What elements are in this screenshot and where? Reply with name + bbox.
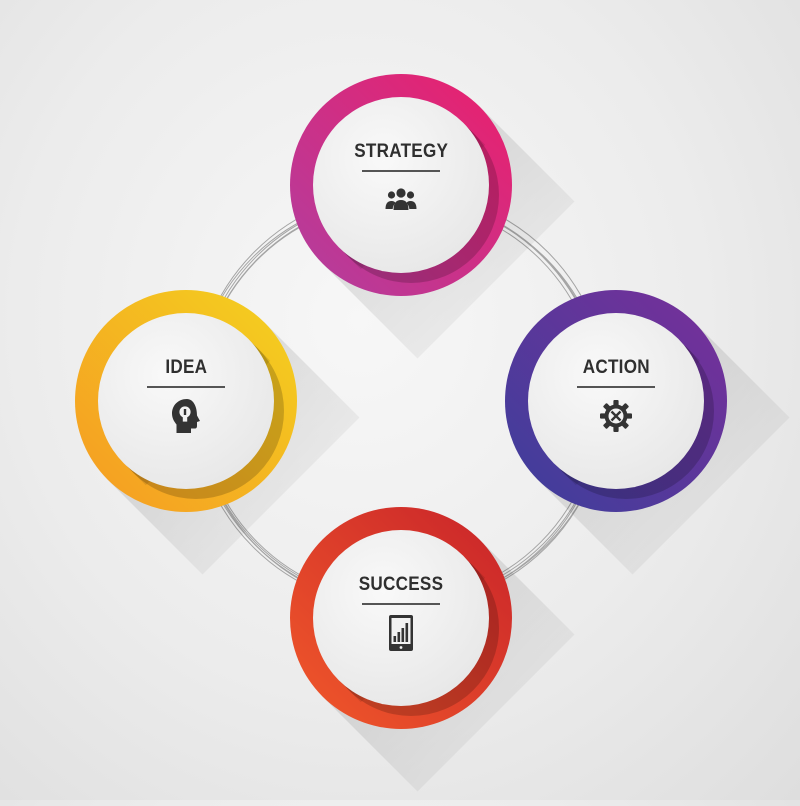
step-node-action: ACTION [504, 289, 790, 575]
team-icon [381, 182, 421, 218]
node-label-strategy: STRATEGY [353, 140, 448, 162]
gear-icon [596, 398, 636, 434]
step-node-idea: IDEA [74, 289, 360, 575]
node-divider [362, 169, 440, 172]
tablet-chart-icon [381, 614, 421, 651]
node-divider [362, 602, 440, 605]
node-disc [313, 97, 489, 273]
step-node-strategy: STRATEGY [289, 73, 575, 359]
step-node-success: SUCCESS [289, 506, 575, 792]
node-label-action: ACTION [582, 356, 650, 378]
node-label-idea: IDEA [165, 356, 207, 378]
node-divider [147, 385, 225, 388]
head-bulb-icon [166, 398, 206, 434]
node-label-success: SUCCESS [358, 573, 444, 595]
node-divider [577, 385, 655, 388]
node-ring-strategy [290, 74, 575, 359]
